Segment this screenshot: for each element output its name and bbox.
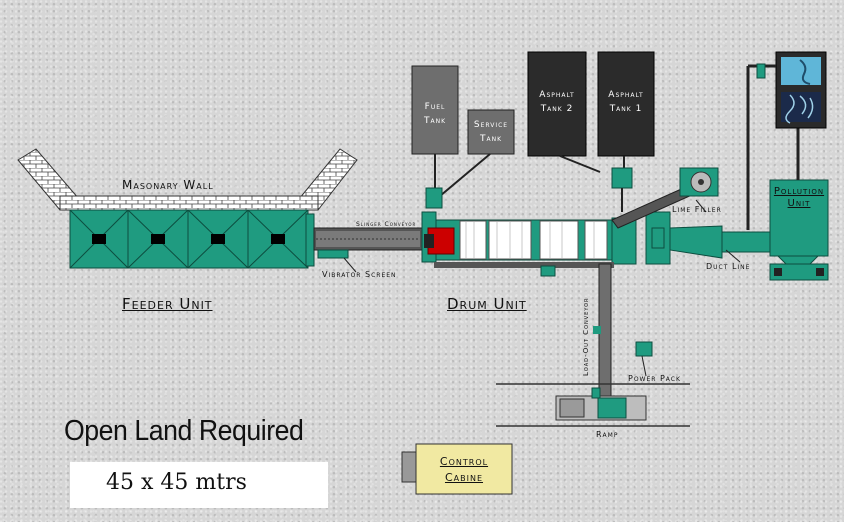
fuel-tank-label-line1: Fuel <box>424 102 446 112</box>
scrubber-tanks <box>746 51 827 230</box>
asphalt-tank-1-label: Asphalt Tank 1 <box>598 88 654 116</box>
lime-filler <box>611 167 719 229</box>
fuel-tank-label-line2: Tank <box>423 116 447 126</box>
pollution-unit-label-line2: Unit <box>787 198 811 209</box>
asphalt-tank-2-label: Asphalt Tank 2 <box>528 88 586 116</box>
asphalt-tank-2-label-line2: Tank 2 <box>540 104 574 114</box>
slinger-conveyor <box>313 227 423 259</box>
control-cabine-label-line1: Control <box>439 455 489 468</box>
service-tank-label: Service Tank <box>468 118 514 146</box>
ramp-label: Ramp <box>596 430 619 439</box>
service-tank-label-line2: Tank <box>479 134 503 144</box>
pollution-unit-label: Pollution Unit <box>770 186 828 210</box>
load-out-conveyor-label: Load-Out Conveyor <box>582 297 590 376</box>
vibrator-screen-label: Vibrator Screen <box>322 270 397 279</box>
feeder-unit <box>69 209 315 269</box>
lime-filler-label: Lime Filler <box>672 205 722 214</box>
control-cabine-label: Control Cabine <box>416 454 512 486</box>
ramp-area <box>496 383 690 427</box>
slinger-conveyor-label: Slinger Conveyor <box>356 221 417 228</box>
pollution-unit-label-line1: Pollution <box>773 186 825 197</box>
service-tank-label-line1: Service <box>473 120 509 130</box>
fuel-tank-label: Fuel Tank <box>418 100 452 128</box>
masonry-wall-label: Masonary Wall <box>122 178 214 192</box>
control-cabin <box>401 443 513 495</box>
power-pack-label: Power Pack <box>628 374 681 383</box>
control-cabine-label-line2: Cabine <box>444 471 484 484</box>
pollution-unit <box>669 125 829 281</box>
land-required-title: Open Land Required <box>64 415 304 447</box>
load-out-conveyor <box>540 263 653 405</box>
fuel-tanks <box>411 65 515 209</box>
asphalt-tank-2-label-line1: Asphalt <box>539 90 575 100</box>
asphalt-tank-1-label-line1: Asphalt <box>608 90 644 100</box>
drum-unit-label: Drum Unit <box>447 295 527 313</box>
dimension-box <box>70 462 328 508</box>
feeder-unit-label: Feeder Unit <box>122 295 213 313</box>
duct-line-label: Duct Line <box>706 262 751 271</box>
asphalt-tank-1-label-line2: Tank 1 <box>609 104 643 114</box>
asphalt-tanks <box>527 51 655 212</box>
land-dimension-value: 45 x 45 mtrs <box>106 470 247 495</box>
masonry-wall <box>17 148 358 211</box>
